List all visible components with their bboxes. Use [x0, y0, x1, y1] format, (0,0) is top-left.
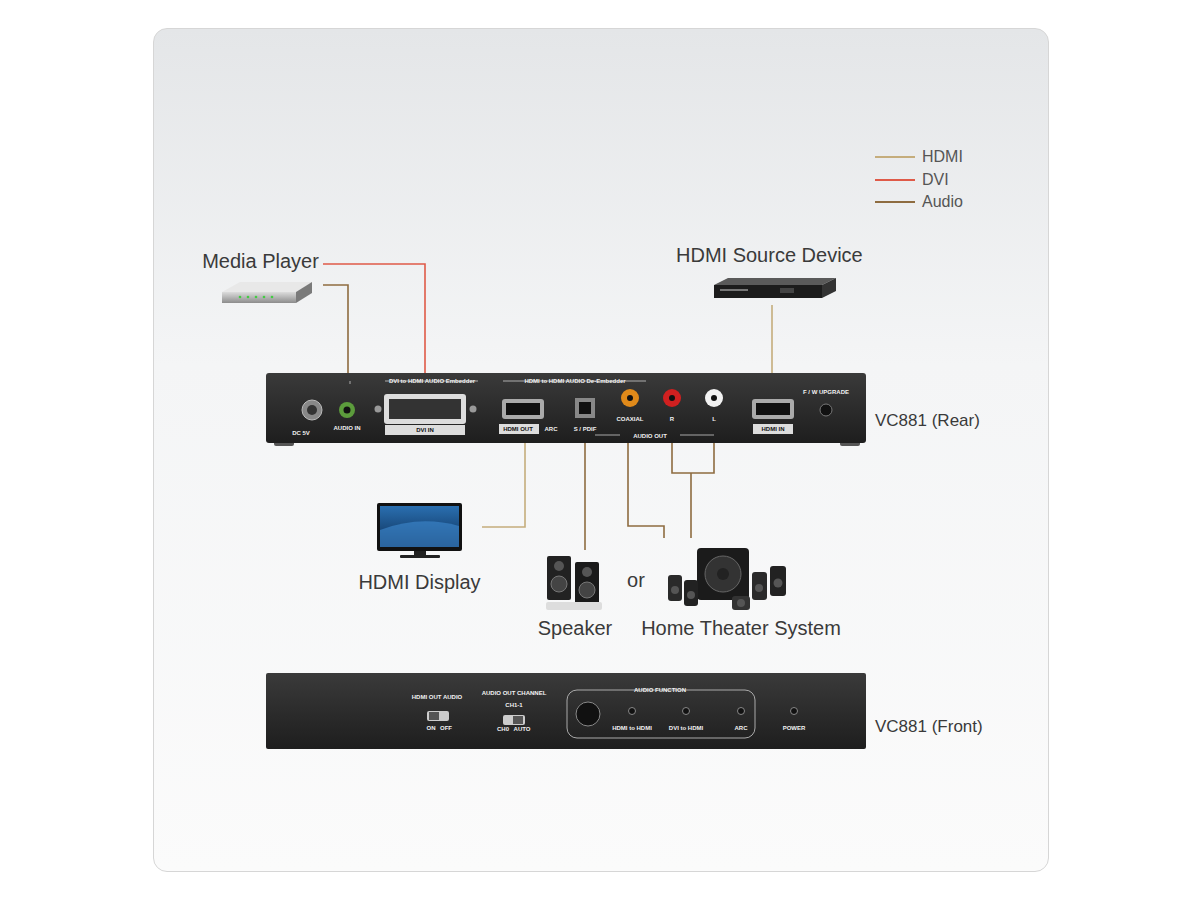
legend-line-sample [875, 199, 915, 205]
device-node: HDMI Source Device [676, 244, 861, 305]
port-label: POWER [783, 725, 806, 731]
port-label: HDMI to HDMI [612, 725, 652, 731]
port-label: DVI to HDMI AUDIO Embedder [389, 378, 475, 384]
media-player-icon [222, 282, 312, 303]
port-label: ON [427, 725, 436, 731]
port-label: COAXIAL [617, 416, 644, 422]
port-label: ARC [735, 725, 748, 731]
port-label: AUDIO IN [334, 425, 361, 431]
device-label: Home Theater System [641, 617, 841, 640]
port-label: AUTO [514, 726, 531, 732]
legend-text: DVI [922, 171, 949, 189]
legend-item: Audio [875, 191, 963, 214]
cable-line [584, 443, 586, 550]
port-label: HDMI to HDMI AUDIO De-Embedder [524, 378, 625, 384]
device-node: HDMI Display [357, 500, 482, 594]
device-label: Speaker [536, 617, 614, 640]
port-label: AUDIO OUT [633, 433, 667, 439]
port-label: R [670, 416, 674, 422]
device-node: Media Player [198, 250, 323, 308]
port-label: ARC [545, 426, 558, 432]
port-label: HDMI OUT AUDIO [412, 694, 462, 700]
port-label: AUDIO FUNCTION [634, 687, 686, 693]
hdmi-source-icon [714, 278, 836, 298]
port-label: CH0 [497, 726, 509, 732]
port-label: F / W UPGRADE [803, 389, 849, 395]
device-node: Home Theater System [641, 538, 841, 640]
speaker-icon [546, 556, 602, 610]
port-label: HDMI OUT [503, 426, 533, 432]
port-label: CH1-1 [505, 702, 522, 708]
device-label: VC881 (Rear) [875, 411, 980, 431]
port-label: DVI IN [416, 427, 434, 433]
port-label: DC 5V [292, 430, 310, 436]
legend-text: Audio [922, 193, 963, 211]
device-label: HDMI Display [357, 571, 482, 594]
cable-line [323, 285, 348, 373]
port-label: AUDIO OUT CHANNEL [482, 690, 547, 696]
device-label: HDMI Source Device [676, 244, 861, 267]
cable-line [323, 264, 425, 373]
cable-line [672, 443, 714, 538]
legend: HDMI DVI Audio [875, 146, 963, 214]
display-icon [377, 503, 462, 558]
home-theater-icon [668, 548, 786, 610]
legend-item: HDMI [875, 146, 963, 169]
legend-item: DVI [875, 169, 963, 192]
device-label: VC881 (Front) [875, 717, 983, 737]
device-panel: VC881 (Front) [266, 673, 866, 749]
cable-line [482, 443, 525, 527]
port-label: OFF [440, 725, 452, 731]
device-node: Speaker [536, 550, 614, 640]
legend-line-sample [875, 177, 915, 183]
front-panel [266, 673, 866, 749]
device-label: Media Player [198, 250, 323, 273]
port-label: L [712, 416, 716, 422]
rear-panel [266, 373, 866, 446]
cable-line [771, 305, 773, 373]
port-label: DVI to HDMI [669, 725, 703, 731]
legend-line-sample [875, 154, 915, 160]
connector-note: or [627, 570, 645, 590]
port-label: HDMI IN [762, 426, 785, 432]
port-label: S / PDIF [574, 426, 597, 432]
cable-line [628, 443, 664, 538]
legend-text: HDMI [922, 148, 963, 166]
